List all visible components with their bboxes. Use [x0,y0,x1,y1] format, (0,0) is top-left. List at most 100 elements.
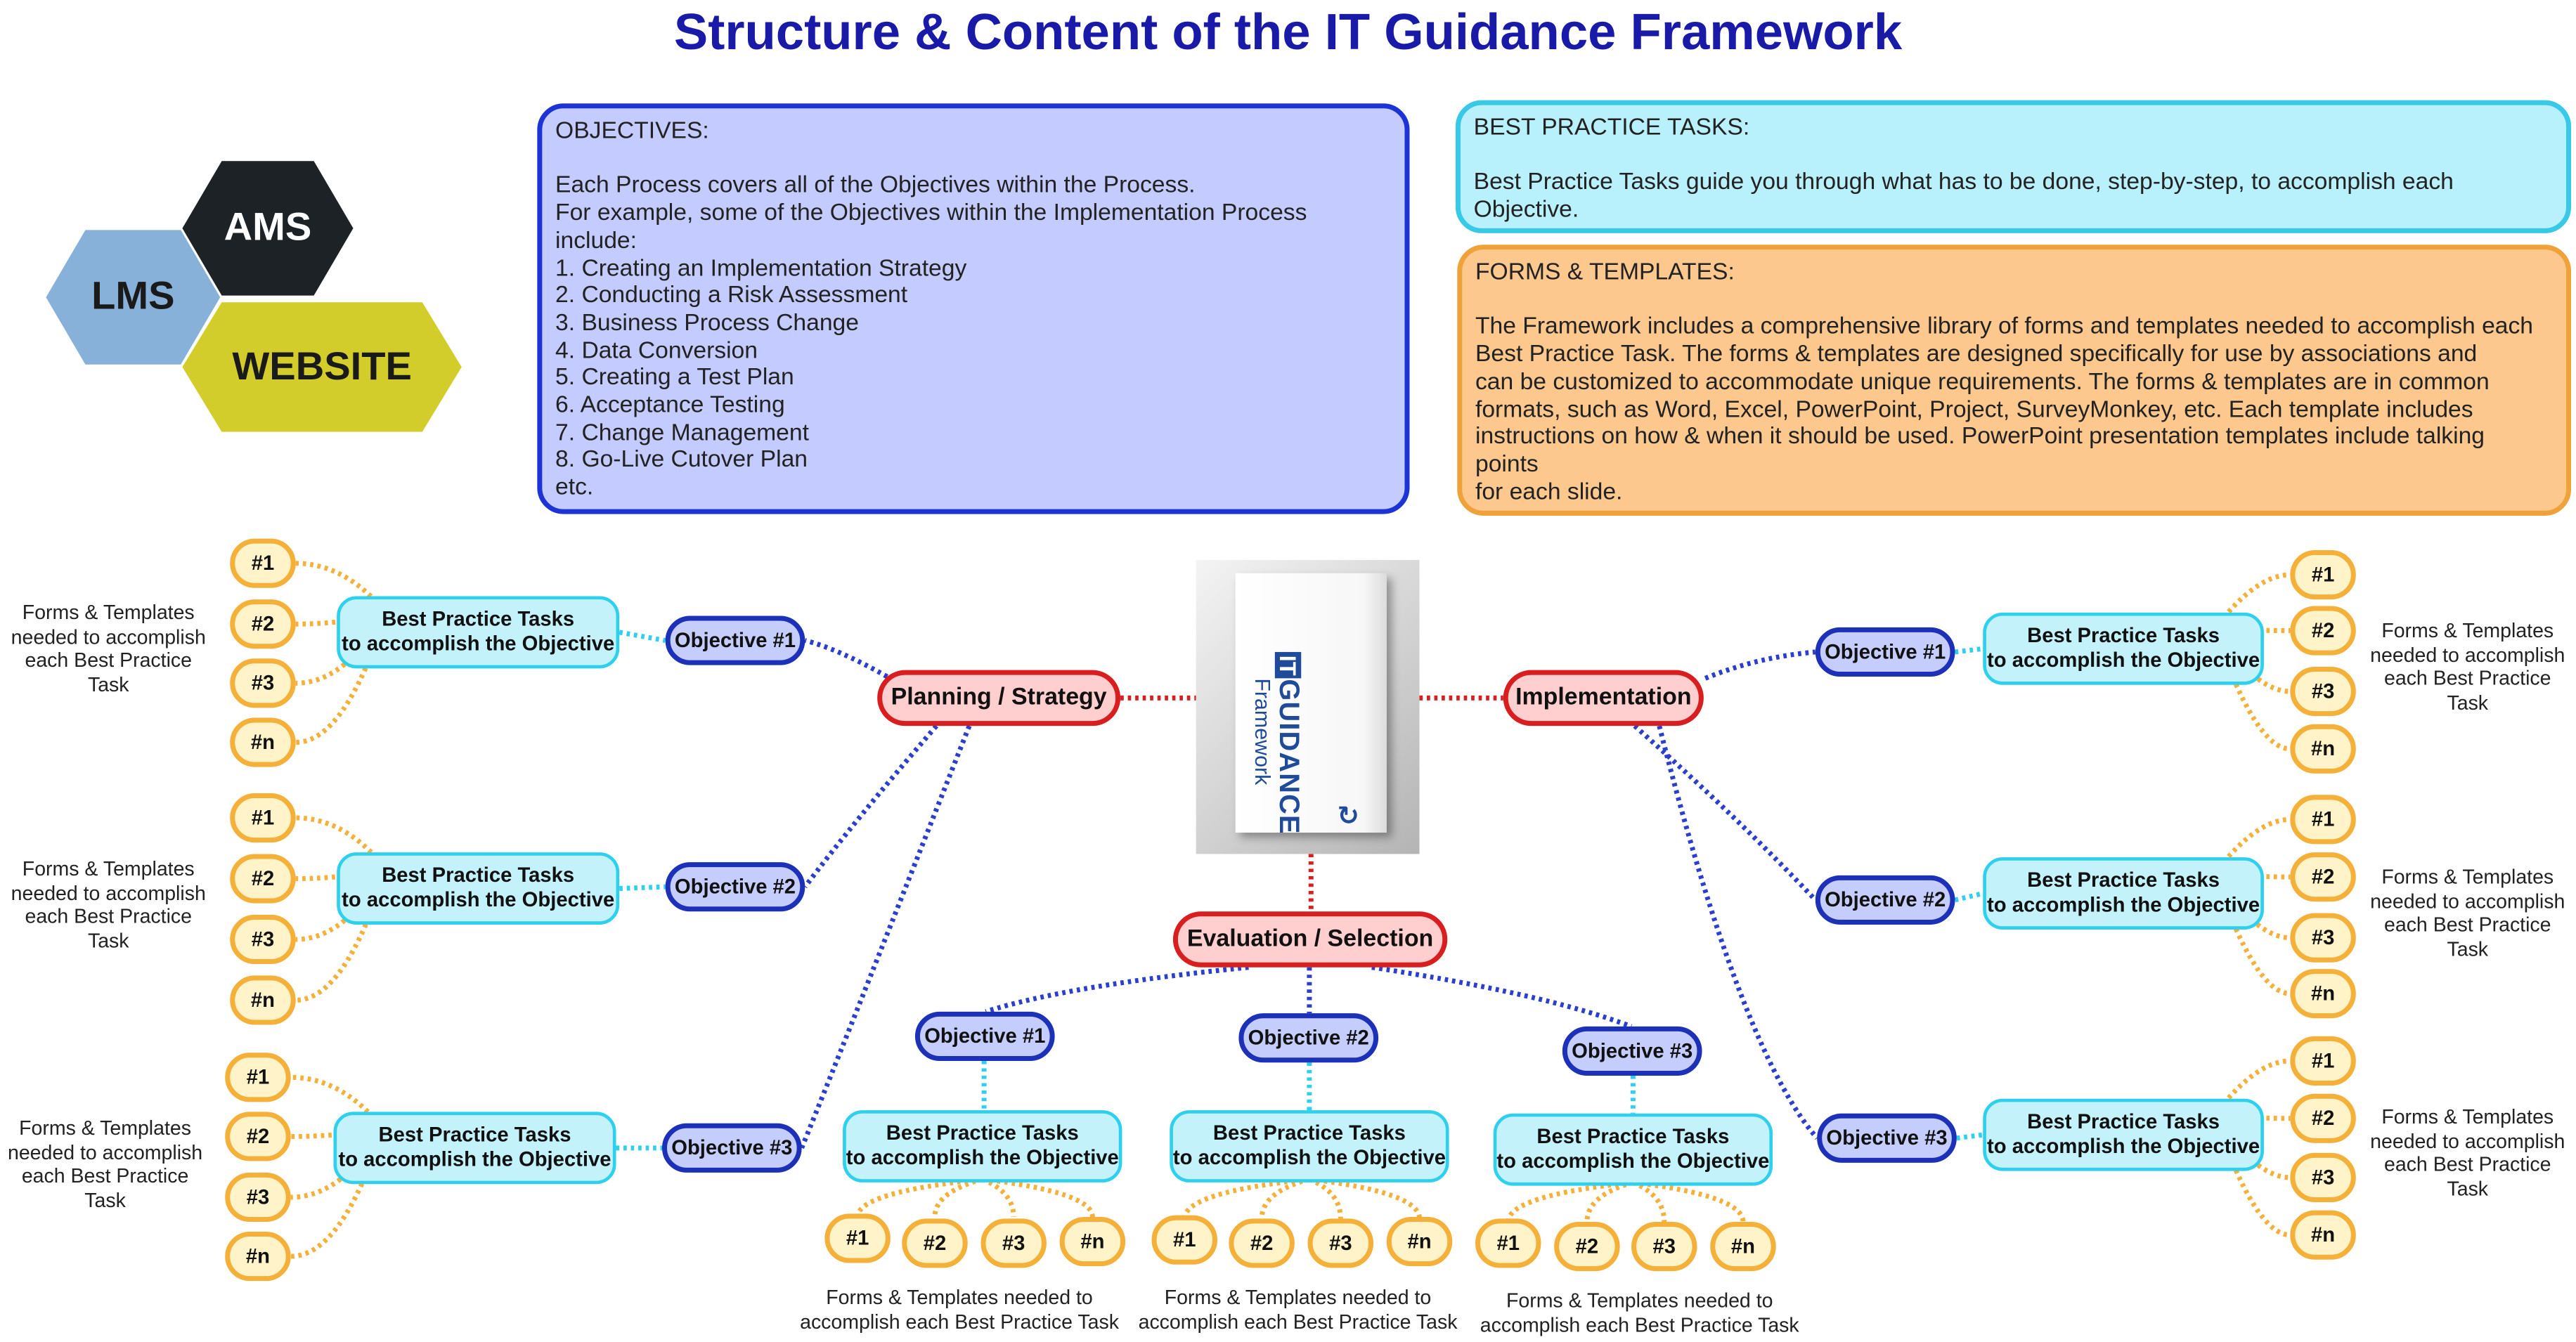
connector-template [932,1176,983,1218]
template-badge: #1 [230,538,296,588]
connector-template [855,1176,983,1218]
template-badge: #2 [2290,606,2356,656]
template-badge: #1 [2290,795,2356,845]
planning-objective-1: Objective #1 [665,615,805,665]
best-practice-heading: BEST PRACTICE TASKS: [1473,115,1750,142]
template-badge: #3 [230,658,296,708]
planning-objective-3: Objective #3 [661,1123,802,1173]
planning-task-box-3: Best Practice Tasks to accomplish the Ob… [333,1112,616,1185]
connector-objective [803,724,938,889]
connector-task [1956,1132,1983,1141]
implementation-objective-2: Objective #2 [1815,875,1955,925]
implementation-objective-3: Objective #3 [1817,1113,1957,1163]
template-badge: #1 [1151,1215,1218,1265]
hex-lms-label: LMS [91,274,175,319]
framework-product-logo: ITGUIDANCE Framework ↻ [1196,560,1420,854]
logo-framework: Framework [1250,678,1275,786]
forms-templates-label: Forms & Templates needed to accomplish e… [11,857,206,953]
product-box-card: ITGUIDANCE Framework ↻ [1235,573,1387,835]
connector-template [1182,1176,1310,1219]
evaluation-objective-3: Objective #3 [1562,1026,1702,1076]
logo-guidance: GUIDANCE [1273,679,1305,835]
template-badge: #1 [230,793,296,843]
connector-template [290,1074,385,1130]
hex-ams: AMS [182,161,354,296]
template-badge: #n [1386,1217,1453,1267]
connector-task [1954,891,1984,903]
connector-template [1506,1180,1633,1223]
connector-template [290,1126,385,1200]
connector-template [1308,1177,1343,1219]
forms-templates-heading: FORMS & TEMPLATES: [1475,259,1735,286]
connector-template [2212,1114,2291,1238]
connector-template [982,1176,1095,1218]
template-badge: #1 [2290,1036,2356,1086]
template-badge: #1 [225,1053,291,1102]
template-badge: #3 [230,914,296,965]
implementation-task-box-1: Best Practice Tasks to accomplish the Ob… [1983,612,2264,685]
implementation-objective-1: Objective #1 [1815,627,1955,677]
hex-website-label: WEBSITE [232,344,412,389]
template-badge: #2 [1229,1218,1295,1268]
template-badge: #n [2290,724,2356,774]
forms-templates-label: Forms & Templates needed to accomplish e… [2370,1105,2565,1201]
connector-template [1632,1180,1746,1223]
forms-templates-label: Forms & Templates needed to accomplish e… [1138,1286,1458,1334]
logo-wordmark: ITGUIDANCE Framework [1250,651,1305,835]
objectives-body: Each Process covers all of the Objective… [555,173,1307,502]
forms-templates-info-box: FORMS & TEMPLATES: The Framework include… [1457,245,2572,516]
forms-templates-label: Forms & Templates needed to accomplish e… [1480,1289,1799,1336]
template-badge: #n [2290,969,2356,1019]
forms-templates-label: Forms & Templates needed to accomplish e… [7,1116,203,1212]
connector-template [1259,1176,1310,1219]
connector-objective [1704,649,1816,681]
process-planning-strategy: Planning / Strategy [877,670,1121,727]
connector-template [1631,1180,1667,1223]
connector-template [2212,873,2291,996]
connector-template [1309,1176,1423,1219]
evaluation-objective-2: Objective #2 [1238,1013,1379,1063]
connector-template [295,611,389,686]
refresh-arrow-icon: ↻ [1337,802,1359,831]
connector-task [619,630,666,644]
connector-template [981,1177,1016,1218]
template-badge: #n [1059,1217,1126,1267]
implementation-task-box-2: Best Practice Tasks to accomplish the Ob… [1983,857,2264,930]
evaluation-task-box-3: Best Practice Tasks to accomplish the Ob… [1493,1113,1773,1186]
template-badge: #3 [2290,1152,2356,1202]
planning-task-box-1: Best Practice Tasks to accomplish the Ob… [337,596,620,669]
forms-templates-label: Forms & Templates needed to accomplish e… [11,601,206,696]
connector-objective [985,965,1249,1015]
template-badge: #2 [2290,1093,2356,1143]
template-badge: #3 [1307,1218,1374,1268]
template-badge: #1 [824,1213,891,1263]
connector-task [619,884,666,892]
connector-objective [799,724,972,1149]
template-badge: #2 [230,599,296,649]
template-badge: #3 [980,1218,1047,1268]
connector-template [2212,628,2291,752]
forms-templates-label: Forms & Templates needed to accomplish e… [2370,619,2565,715]
template-badge: #n [2290,1210,2356,1260]
template-badge: #3 [225,1172,291,1223]
template-badge: #1 [2290,550,2356,600]
template-badge: #2 [902,1218,968,1268]
template-badge: #n [225,1232,291,1282]
template-badge: #2 [230,854,296,904]
connector-objective [1371,965,1633,1029]
template-badge: #n [230,975,296,1025]
connector-objective [1657,725,1819,1140]
connector-objective [1633,724,1818,902]
template-badge: #n [1710,1222,1776,1272]
template-badge: #1 [1475,1218,1541,1268]
forms-templates-body: The Framework includes a comprehensive l… [1475,314,2534,506]
connector-template [295,867,389,942]
template-badge: #3 [2290,666,2356,717]
evaluation-task-box-1: Best Practice Tasks to accomplish the Ob… [843,1110,1122,1183]
process-evaluation-selection: Evaluation / Selection [1172,911,1448,968]
process-implementation: Implementation [1503,670,1704,727]
hex-lms: LMS [46,230,221,365]
template-badge: #2 [2290,852,2356,902]
hex-ams-label: AMS [224,205,312,250]
